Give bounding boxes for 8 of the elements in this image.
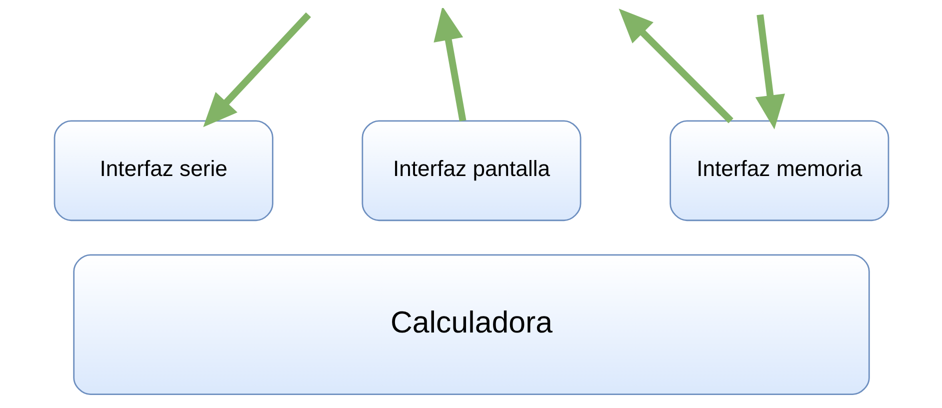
node-box: Interfaz pantalla xyxy=(361,120,581,222)
arrow xyxy=(618,8,733,124)
node-box: Interfaz memoria xyxy=(669,120,889,222)
node-box: Interfaz serie xyxy=(53,120,273,222)
arrow xyxy=(202,12,310,128)
node-box: Calculadora xyxy=(72,254,870,396)
arrow xyxy=(433,8,466,122)
arrow xyxy=(754,14,784,130)
